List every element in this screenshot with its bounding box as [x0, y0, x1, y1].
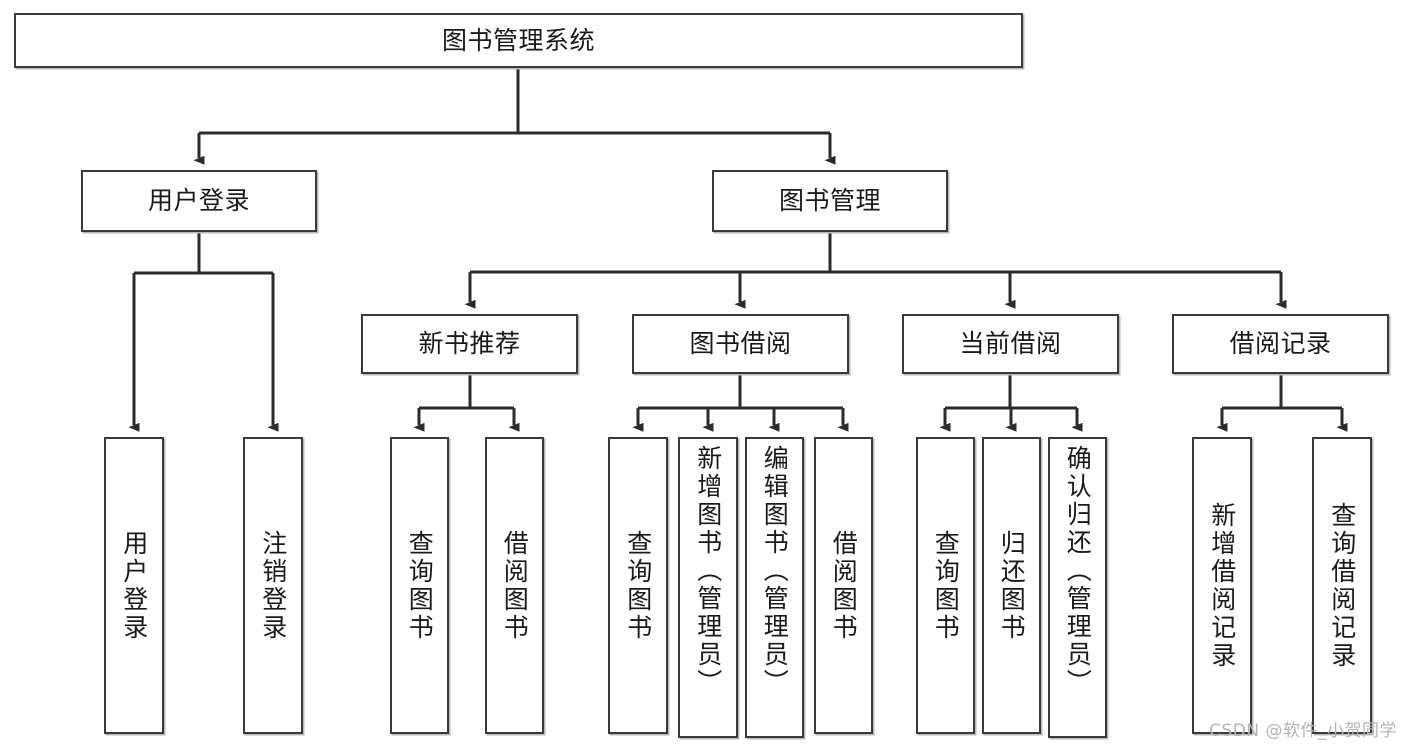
- leaf-编辑图书管理员[interactable]: 编辑图书（管理员）: [745, 437, 804, 738]
- node-label: 编辑图书（管理员）: [760, 445, 790, 697]
- node-label: 归还图书: [997, 529, 1027, 642]
- node-图书管理[interactable]: 图书管理: [712, 170, 948, 232]
- node-root-system[interactable]: 图书管理系统: [14, 13, 1023, 68]
- node-label: 查询借阅记录: [1327, 501, 1357, 670]
- leaf-注销登录[interactable]: 注销登录: [243, 437, 303, 734]
- node-借阅记录[interactable]: 借阅记录: [1172, 314, 1389, 374]
- node-用户登录[interactable]: 用户登录: [81, 170, 317, 232]
- leaf-归还图书[interactable]: 归还图书: [982, 437, 1041, 734]
- leaf-借阅图书[interactable]: 借阅图书: [814, 437, 873, 734]
- node-label: 新增图书（管理员）: [693, 445, 723, 697]
- leaf-查询图书[interactable]: 查询图书: [608, 437, 668, 734]
- node-label: 图书管理系统: [441, 25, 595, 55]
- node-label: 查询图书: [405, 529, 435, 642]
- leaf-借阅图书[interactable]: 借阅图书: [485, 437, 544, 734]
- leaf-新增图书管理员[interactable]: 新增图书（管理员）: [678, 437, 738, 738]
- node-label: 新增借阅记录: [1207, 501, 1237, 670]
- node-label: 确认归还（管理员）: [1063, 445, 1093, 697]
- node-当前借阅[interactable]: 当前借阅: [902, 314, 1119, 374]
- leaf-用户登录[interactable]: 用户登录: [104, 437, 164, 734]
- node-label: 查询图书: [623, 529, 653, 642]
- node-label: 注销登录: [258, 529, 288, 642]
- node-label: 当前借阅: [959, 329, 1062, 359]
- leaf-查询借阅记录[interactable]: 查询借阅记录: [1312, 437, 1372, 734]
- node-label: 借阅图书: [829, 529, 859, 642]
- node-图书借阅[interactable]: 图书借阅: [632, 314, 849, 374]
- node-label: 图书管理: [778, 186, 881, 216]
- watermark-text: CSDN @软件_小贺同学: [1209, 721, 1397, 741]
- node-label: 图书借阅: [689, 329, 792, 359]
- leaf-查询图书[interactable]: 查询图书: [390, 437, 449, 734]
- leaf-确认归还管理员[interactable]: 确认归还（管理员）: [1048, 437, 1107, 738]
- leaf-新增借阅记录[interactable]: 新增借阅记录: [1192, 437, 1252, 734]
- node-label: 用户登录: [147, 186, 250, 216]
- node-新书推荐[interactable]: 新书推荐: [361, 314, 578, 374]
- leaf-查询图书[interactable]: 查询图书: [916, 437, 975, 734]
- node-label: 用户登录: [119, 529, 149, 642]
- node-label: 借阅记录: [1229, 329, 1332, 359]
- node-label: 借阅图书: [500, 529, 530, 642]
- node-label: 查询图书: [931, 529, 961, 642]
- node-label: 新书推荐: [418, 329, 521, 359]
